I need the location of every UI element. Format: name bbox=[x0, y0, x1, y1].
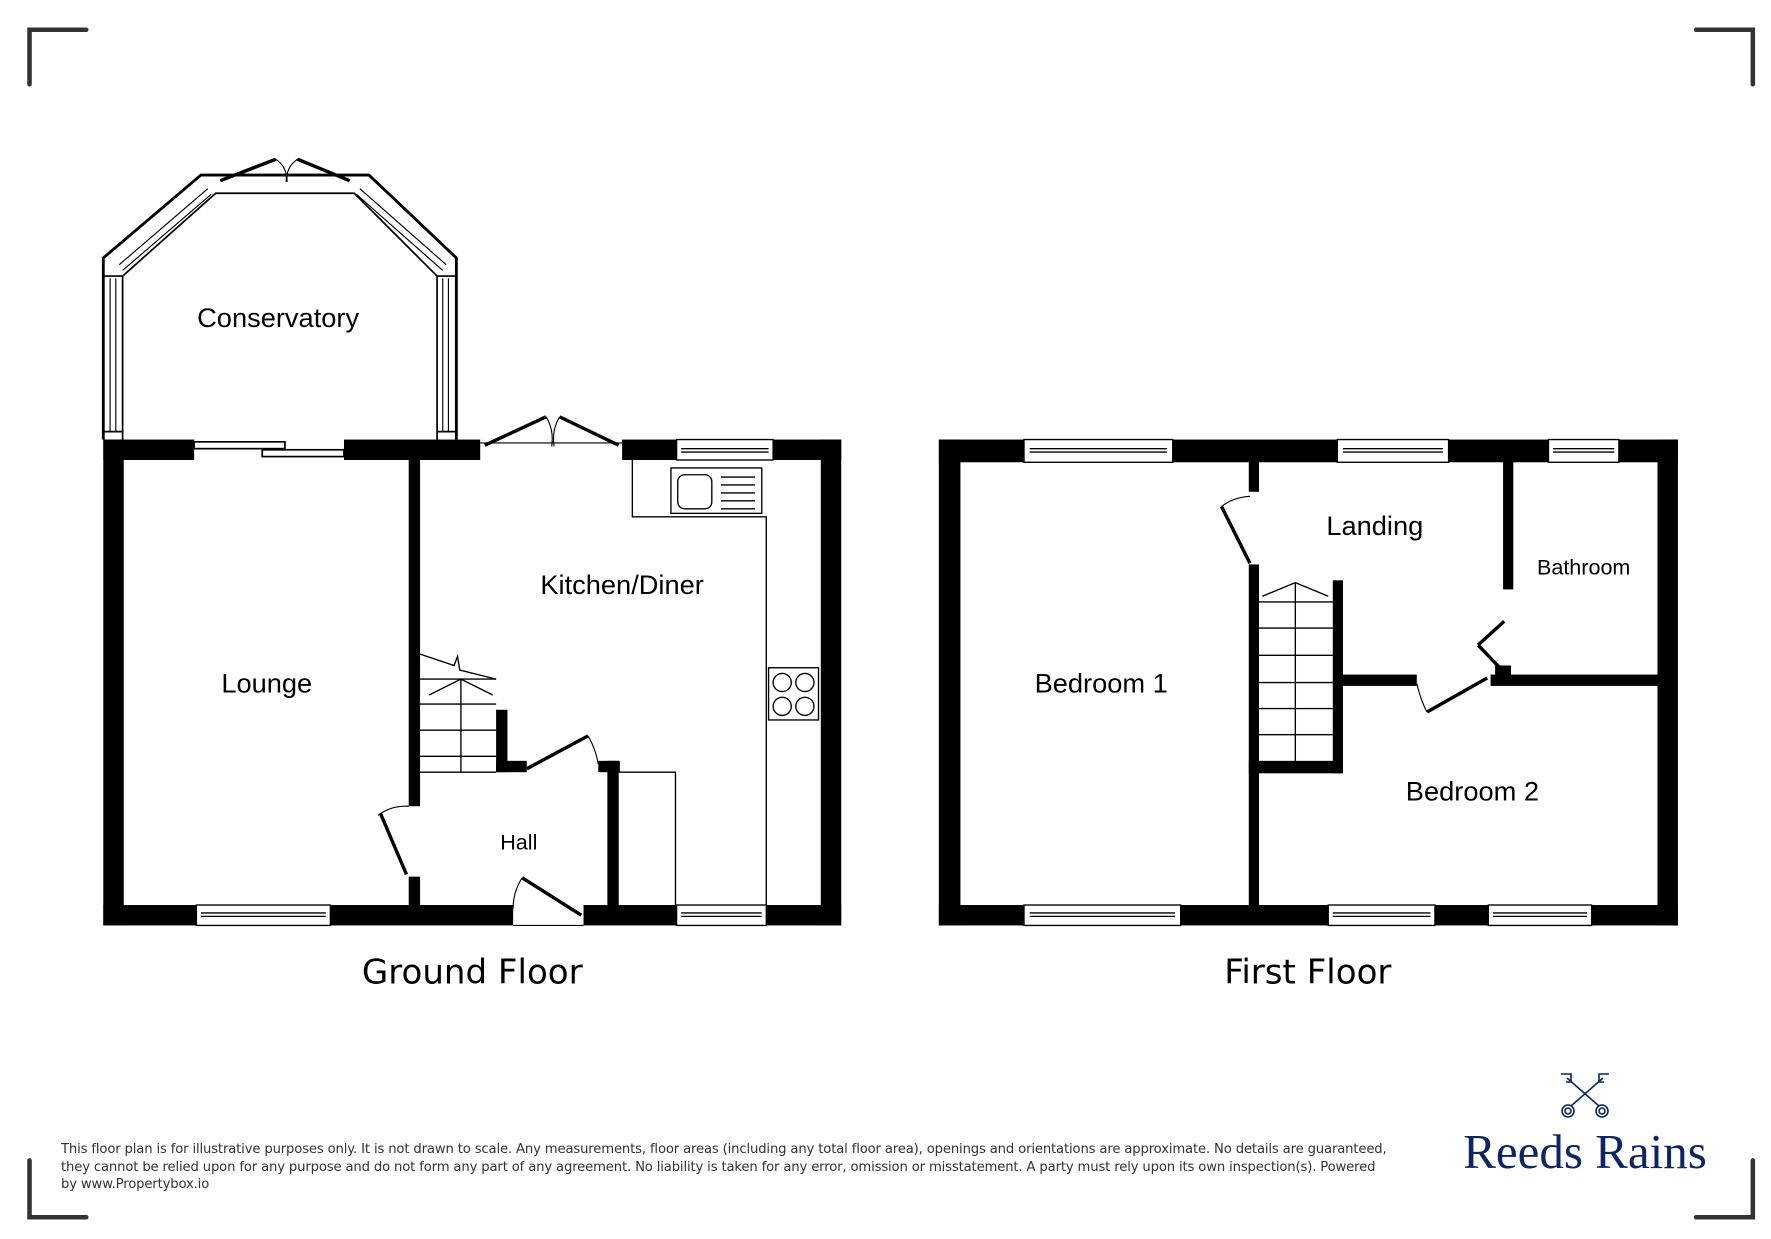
conservatory-french-doors bbox=[219, 157, 351, 183]
brand-logo: Reeds Rains bbox=[1440, 1070, 1730, 1178]
disclaimer-text: This floor plan is for illustrative purp… bbox=[61, 1142, 1387, 1192]
room-label-hall: Hall bbox=[500, 829, 537, 854]
kitchen-worktop bbox=[631, 459, 767, 906]
ground-floor-title: Ground Floor bbox=[362, 952, 583, 992]
ground-floor-windows bbox=[195, 438, 774, 927]
crossed-keys-icon bbox=[1561, 1073, 1609, 1118]
room-label-bathroom: Bathroom bbox=[1537, 555, 1630, 580]
brand-name: Reeds Rains bbox=[1463, 1124, 1707, 1179]
hall-cupboard bbox=[618, 771, 677, 906]
room-label-bedroom-1: Bedroom 1 bbox=[1035, 668, 1168, 699]
first-floor-title: First Floor bbox=[1224, 952, 1391, 992]
ground-floor-walls bbox=[103, 439, 842, 926]
ground-floor-stairs bbox=[419, 653, 497, 773]
first-floor-plan: Bedroom 1 Landing Bathroom Bedroom 2 Fir… bbox=[938, 438, 1678, 992]
hob-icon bbox=[767, 667, 820, 721]
room-label-lounge: Lounge bbox=[221, 668, 312, 699]
conservatory-frame bbox=[101, 173, 458, 440]
first-floor-stairs bbox=[1258, 581, 1333, 761]
room-label-conservatory: Conservatory bbox=[197, 302, 359, 333]
room-label-landing: Landing bbox=[1326, 510, 1423, 541]
lounge-sliding-door bbox=[193, 440, 345, 458]
room-label-bedroom-2: Bedroom 2 bbox=[1406, 776, 1539, 807]
ground-floor-doors bbox=[377, 734, 599, 927]
ground-floor-plan: Conservatory Lounge Kitchen/Diner Hall G… bbox=[101, 157, 842, 992]
crop-marks bbox=[27, 27, 1756, 1220]
first-floor-windows bbox=[1023, 438, 1620, 927]
first-floor-doors bbox=[1220, 495, 1506, 714]
first-floor-walls bbox=[938, 439, 1678, 926]
kitchen-french-doors bbox=[480, 415, 623, 447]
room-label-kitchen-diner: Kitchen/Diner bbox=[540, 569, 704, 600]
